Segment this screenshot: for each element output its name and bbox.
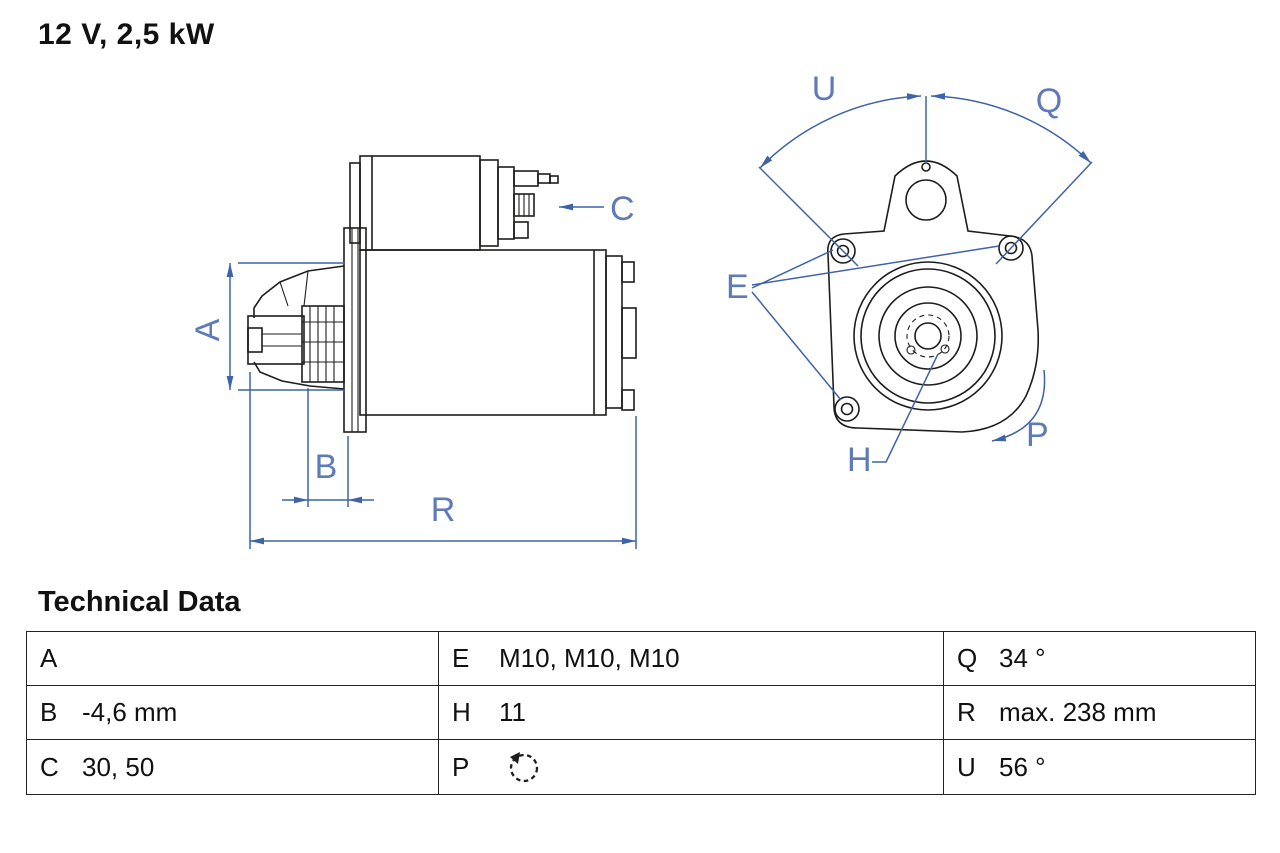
starter-motor-technical-drawing: A B C R U Q E H P xyxy=(189,70,1093,549)
motor-body xyxy=(359,249,637,416)
front-view xyxy=(827,160,1040,433)
dim-label-u: U xyxy=(812,70,837,108)
dimension-annotations xyxy=(226,92,1093,549)
table-key: C xyxy=(40,751,59,782)
table-value: 34 ° xyxy=(996,632,1255,686)
side-view xyxy=(247,155,637,433)
table-value: 56 ° xyxy=(999,751,1046,782)
dimension-A xyxy=(226,262,345,391)
dimension-Q-arc xyxy=(930,92,1092,164)
table-value: M10, M10, M10 xyxy=(496,632,943,686)
table-key: E xyxy=(438,632,496,686)
dim-label-e: E xyxy=(726,268,749,306)
dimension-R xyxy=(249,372,637,549)
table-value: 11 xyxy=(496,686,943,740)
mounting-flange-front xyxy=(827,160,1040,433)
table-key: R xyxy=(943,686,996,740)
dim-label-c: C xyxy=(610,190,635,228)
solenoid xyxy=(349,155,559,251)
table-value: -4,6 mm xyxy=(79,686,438,740)
table-key: Q xyxy=(943,632,996,686)
dimension-E-leaders xyxy=(751,245,1000,401)
mounting-flange-side xyxy=(343,227,367,433)
table-key: B xyxy=(27,686,79,740)
dim-label-q: Q xyxy=(1036,82,1062,120)
angle-leg-left xyxy=(758,166,859,267)
dim-label-p: P xyxy=(1026,416,1049,454)
dim-label-b: B xyxy=(315,448,338,486)
table-value xyxy=(496,740,943,794)
bolt-hole-top-right xyxy=(998,235,1024,261)
dim-label-a: A xyxy=(189,318,227,341)
dimension-B xyxy=(282,388,374,507)
table-value: max. 238 mm xyxy=(996,686,1255,740)
table-value: 30, 50 xyxy=(82,751,155,782)
technical-data-table: A E M10, M10, M10 Q 34 ° B -4,6 mm H 11 … xyxy=(26,631,1256,795)
drive-end xyxy=(247,265,345,390)
table-key: A xyxy=(27,632,79,686)
dimension-P-arrow xyxy=(991,369,1046,442)
table-key: U xyxy=(943,740,996,794)
bolt-hole-bottom-left xyxy=(834,396,860,422)
dimension-labels: A B C R U Q E H P xyxy=(189,70,1062,529)
dim-label-h: H xyxy=(847,441,872,479)
table-key: H xyxy=(438,686,496,740)
table-value xyxy=(79,632,438,686)
table-key: P xyxy=(438,740,496,794)
angle-leg-right xyxy=(995,161,1093,265)
center-bearing-boss xyxy=(853,261,1003,411)
dimension-H-leader xyxy=(872,353,939,463)
page-title: 12 V, 2,5 kW xyxy=(38,18,215,51)
section-heading: Technical Data xyxy=(38,586,241,618)
dim-label-r: R xyxy=(431,491,456,529)
rotation-direction-icon xyxy=(509,752,539,783)
dimension-U-arc xyxy=(759,93,922,169)
